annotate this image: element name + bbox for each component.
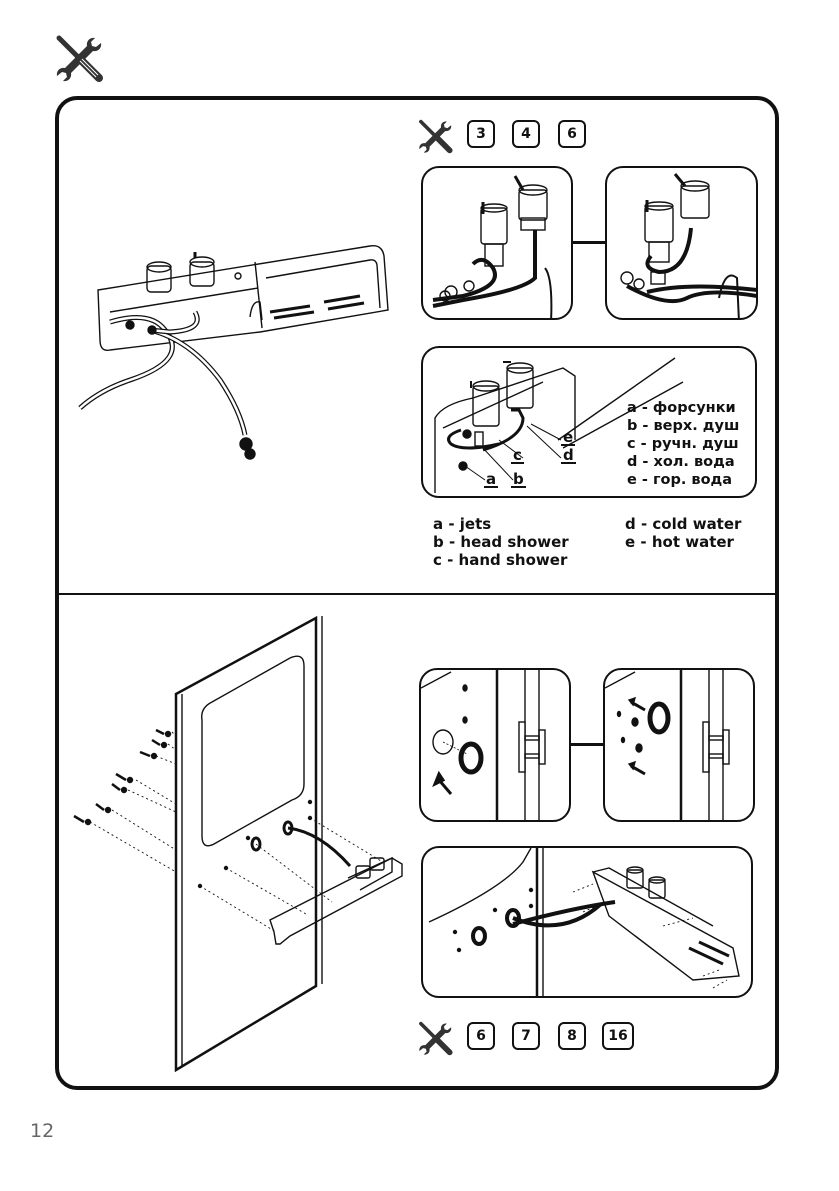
- tools-icon: [418, 1020, 454, 1056]
- valve-detail-panel-before: [421, 166, 573, 320]
- tools-icon: [418, 118, 454, 154]
- panel-connector-line: [571, 743, 604, 746]
- callout-label-c: c: [511, 446, 524, 464]
- legend-ru-item: b - верх. душ: [627, 418, 740, 434]
- tool-number-badge: 3: [467, 120, 495, 148]
- legend-en-item: c - hand shower: [433, 551, 568, 569]
- callout-label-b: b: [511, 470, 526, 488]
- tool-number-badge: 7: [512, 1022, 540, 1050]
- tool-number-badge: 6: [467, 1022, 495, 1050]
- console-hose-illustration: [70, 230, 410, 480]
- legend-russian: a - форсунки b - верх. душ c - ручн. душ…: [627, 399, 739, 489]
- legend-english-left: a - jets b - head shower c - hand shower: [433, 515, 569, 569]
- legend-ru-item: d - хол. вода: [627, 454, 735, 470]
- hose-routing-panel: [421, 846, 753, 998]
- legend-ru-item: e - гор. вода: [627, 472, 733, 488]
- section-divider: [57, 593, 779, 595]
- tool-number-badge: 4: [512, 120, 540, 148]
- callout-label-d: d: [561, 446, 576, 464]
- valve-detail-panel-after: [605, 166, 758, 320]
- seal-insert-panel-right: [603, 668, 755, 822]
- connection-labels-panel: a b c d e a - форсунки b - верх. душ c -…: [421, 346, 757, 498]
- seal-insert-panel-left: [419, 668, 571, 822]
- legend-ru-item: c - ручн. душ: [627, 436, 739, 452]
- panel-connector-line: [573, 241, 606, 244]
- tool-number-badge: 16: [602, 1022, 634, 1050]
- panel-mounting-illustration: [70, 612, 410, 1082]
- tool-number-badge: 6: [558, 120, 586, 148]
- tool-number-badge: 8: [558, 1022, 586, 1050]
- callout-label-e: e: [561, 428, 576, 446]
- callout-label-a: a: [484, 470, 499, 488]
- legend-english-right: d - cold water e - hot water: [625, 515, 741, 551]
- tools-icon: [55, 34, 105, 82]
- legend-en-item: d - cold water: [625, 515, 742, 533]
- legend-ru-item: a - форсунки: [627, 400, 736, 416]
- legend-en-item: b - head shower: [433, 533, 569, 551]
- legend-en-item: a - jets: [433, 515, 492, 533]
- page-number: 12: [30, 1120, 55, 1142]
- legend-en-item: e - hot water: [625, 533, 734, 551]
